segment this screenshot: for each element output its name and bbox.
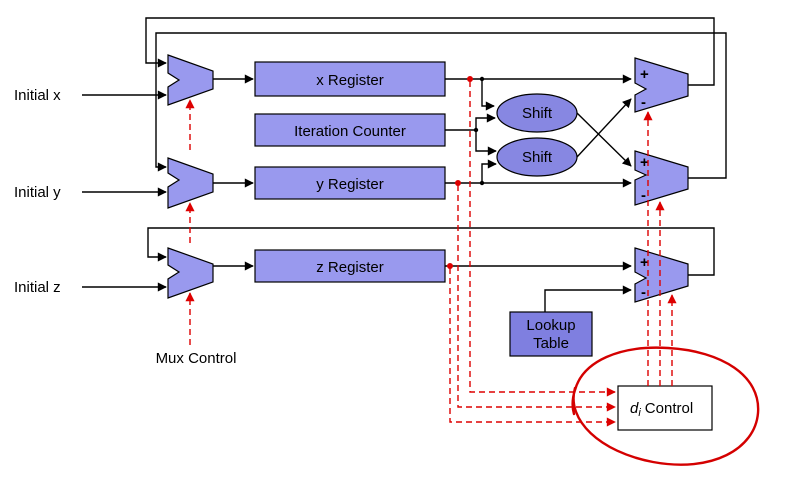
adder-y-plus: +: [640, 154, 649, 171]
mux-z: [167, 247, 214, 299]
mux-y: [167, 157, 214, 209]
adder-z-minus: -: [641, 284, 646, 301]
wire-yreg-to-shift-lower: [481, 159, 497, 183]
adder-z-plus: +: [640, 254, 649, 271]
di-control-box: [617, 385, 713, 431]
mux-control-label: Mux Control: [156, 350, 237, 367]
shift-upper-label: Shift: [522, 105, 553, 122]
lookup-table-box: [509, 311, 593, 357]
wire-counter-to-shift-lower: [475, 130, 497, 156]
y-register-label: y Register: [316, 176, 384, 193]
red-circle-annotation: [571, 346, 760, 466]
initial-y-label: Initial y: [14, 184, 61, 201]
junction-dot: [473, 127, 479, 133]
wire-shift-lower-to-adder-x: [576, 98, 632, 158]
z-register-box: [254, 249, 446, 283]
di-control-subscript-i: i: [638, 407, 641, 419]
di-control-word: Control: [645, 400, 693, 417]
shift-upper-ellipse: [496, 93, 578, 133]
mux-x: [167, 54, 214, 106]
di-control-label: di Control: [630, 400, 693, 419]
lookup-table-label-line1: Lookup: [526, 317, 575, 334]
tap-dot-x: [467, 76, 473, 82]
data-wires: [82, 17, 727, 312]
y-register-box: [254, 166, 446, 200]
wire-feedback-x: [145, 17, 715, 86]
iteration-counter-label: Iteration Counter: [294, 123, 406, 140]
x-register-label: x Register: [316, 72, 384, 89]
junction-dot: [479, 180, 485, 186]
tap-dot-y: [455, 180, 461, 186]
shift-lower-label: Shift: [522, 149, 553, 166]
wire-lookup-to-adder-z: [544, 285, 632, 312]
wire-feedback-y: [155, 32, 727, 179]
wire-counter-to-shift-upper: [475, 113, 496, 130]
control-signals: [185, 76, 760, 466]
ctrl-z-sign-to-di: [449, 268, 616, 427]
adder-y-minus: -: [641, 187, 646, 204]
blocks: x Register Iteration Counter y Register …: [167, 54, 713, 431]
ctrl-y-sign-to-di: [457, 185, 616, 412]
wire-shift-upper-to-adder-y: [576, 112, 632, 167]
initial-x-label: Initial x: [14, 87, 61, 104]
adder-x-plus: +: [640, 66, 649, 83]
adder-x: [634, 57, 689, 113]
iteration-counter-box: [254, 113, 446, 147]
junction-dot: [479, 76, 485, 82]
di-control-d: d: [630, 400, 639, 417]
wire-feedback-z: [147, 227, 715, 276]
wire-xreg-to-shift-upper: [481, 79, 495, 111]
z-register-label: z Register: [316, 259, 384, 276]
shift-lower-ellipse: [496, 137, 578, 177]
ctrl-x-sign-to-di: [469, 81, 616, 397]
x-register-box: [254, 61, 446, 97]
lookup-table-label-line2: Table: [533, 335, 569, 352]
initial-z-label: Initial z: [14, 279, 61, 296]
text-labels: Initial x Initial y Initial z Mux Contro…: [14, 87, 236, 367]
adder-x-minus: -: [641, 94, 646, 111]
tap-dot-z: [447, 263, 453, 269]
